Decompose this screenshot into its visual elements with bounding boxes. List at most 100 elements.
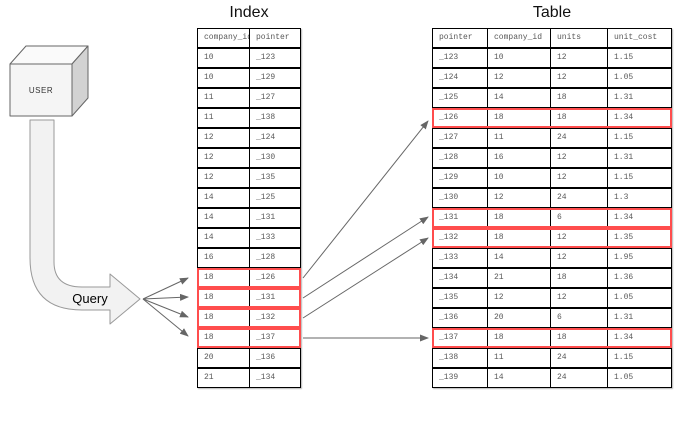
table-cell: 1.95: [614, 253, 634, 262]
table-cell: 12: [198, 129, 250, 147]
table-cell: _135: [433, 289, 488, 307]
table-cell: _129: [256, 73, 276, 82]
table-cell: _128: [433, 149, 488, 167]
table-cell: 1.15: [614, 53, 634, 62]
table-cell: 10: [488, 49, 551, 67]
table-cell: 1.05: [614, 293, 634, 302]
table-cell: 24: [551, 129, 608, 147]
table-cell: 12: [488, 69, 551, 87]
table-cell: _125: [256, 193, 276, 202]
table-cell: 24: [551, 189, 608, 207]
user-cube-label: USER: [28, 85, 54, 95]
table-cell: 18: [551, 269, 608, 287]
table-cell: 12: [551, 229, 608, 247]
table-cell: _123: [256, 53, 276, 62]
table-cell: 21: [198, 369, 250, 387]
table-cell: 1.31: [614, 313, 634, 322]
table-cell: 6: [551, 209, 608, 227]
query-arrow-icon: [29, 119, 141, 325]
table-row: 11_127: [197, 88, 301, 108]
column-header: pointer: [256, 33, 290, 42]
table-cell: _131: [433, 209, 488, 227]
table-cell: _139: [433, 369, 488, 387]
table-cell: 18: [488, 329, 551, 347]
table-cell: _138: [433, 349, 488, 367]
table-cell: 12: [198, 169, 250, 187]
table-cell: 16: [198, 249, 250, 267]
table-row: 21 _134: [197, 368, 301, 388]
index-table-title: Index: [229, 4, 269, 21]
table-cell: _130: [256, 153, 276, 162]
table-cell: 1.15: [614, 353, 634, 362]
table-cell: _124: [433, 69, 488, 87]
table-cell: _133: [433, 249, 488, 267]
table-cell: 1.31: [614, 153, 634, 162]
table-cell: 21: [488, 269, 551, 287]
table-row: 12_124: [197, 128, 301, 148]
table-cell: 1.05: [614, 373, 634, 382]
table-cell: 18: [488, 229, 551, 247]
column-header: pointer: [433, 29, 488, 47]
highlighted-table-row: 18_137: [197, 328, 301, 348]
table-cell: _134: [256, 373, 276, 382]
table-cell: 1.15: [614, 173, 634, 182]
table-cell: 1.34: [614, 213, 634, 222]
user-cube-icon: [9, 45, 89, 117]
table-cell: 18: [488, 209, 551, 227]
table-cell: 1.15: [614, 133, 634, 142]
table-cell: 14: [198, 229, 250, 247]
table-cell: 18: [551, 109, 608, 127]
table-row: 10_123: [197, 48, 301, 68]
table-cell: 11: [488, 349, 551, 367]
query-arrow-label: Query: [72, 291, 108, 306]
table-cell: _136: [256, 353, 276, 362]
table-cell: _131: [256, 213, 276, 222]
table-row: 16 _128: [197, 248, 301, 268]
table-cell: _128: [256, 253, 276, 262]
table-row: 14_131: [197, 208, 301, 228]
column-header: unit_cost: [614, 33, 658, 42]
table-cell: 10: [488, 169, 551, 187]
table-cell: _127: [433, 129, 488, 147]
table-cell: _135: [256, 173, 276, 182]
table-cell: 11: [198, 109, 250, 127]
table-cell: 14: [488, 249, 551, 267]
table-cell: _129: [433, 169, 488, 187]
table-cell: 18: [198, 329, 250, 347]
table-cell: 14: [488, 89, 551, 107]
table-cell: 1.05: [614, 73, 634, 82]
table-cell: 12: [488, 189, 551, 207]
table-cell: _132: [256, 313, 276, 322]
table-row: 12 _135: [197, 168, 301, 188]
table-cell: 18: [198, 269, 250, 287]
table-cell: 1.36: [614, 273, 634, 282]
table-cell: 12: [488, 289, 551, 307]
table-cell: 12: [551, 69, 608, 87]
table-cell: 12: [551, 249, 608, 267]
table-cell: 14: [198, 189, 250, 207]
table-cell: _138: [256, 113, 276, 122]
table-cell: _137: [433, 329, 488, 347]
table-cell: 12: [551, 169, 608, 187]
table-cell: _133: [256, 233, 276, 242]
table-cell: 18: [488, 109, 551, 127]
table-cell: _136: [433, 309, 488, 327]
table-cell: 18: [198, 289, 250, 307]
